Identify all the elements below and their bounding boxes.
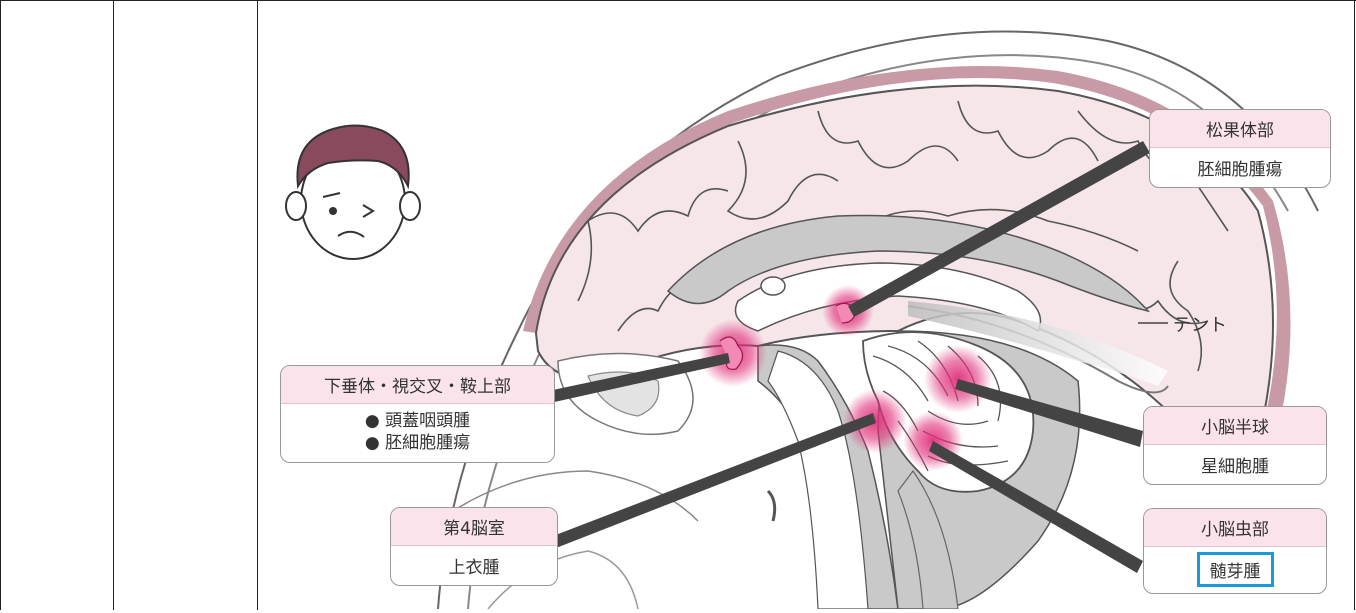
label-tentorium: テント — [1173, 315, 1227, 336]
label-cerebellar-hemisphere: 小脳半球 星細胞腫 — [1143, 406, 1327, 485]
label-pineal-body: 胚細胞腫瘍 — [1197, 160, 1283, 180]
table-col-border-left — [0, 0, 1, 610]
label-pineal-title: 松果体部 — [1150, 110, 1330, 148]
pituitary-item: ● 頭蓋咽頭腫 — [364, 411, 471, 431]
label-pituitary-body: ● 頭蓋咽頭腫 ● 胚細胞腫瘍 — [281, 404, 554, 462]
label-pineal: 松果体部 胚細胞腫瘍 — [1149, 109, 1331, 188]
brain-illustration — [285, 30, 1319, 610]
table-col-border-1 — [113, 0, 114, 610]
table-col-border-right — [1354, 0, 1355, 610]
brain-diagram: 松果体部 胚細胞腫瘍 下垂体・視交叉・鞍上部 ● 頭蓋咽頭腫 ● 胚細胞腫瘍 第… — [258, 1, 1355, 610]
table-col-border-2 — [257, 0, 258, 610]
label-pituitary: 下垂体・視交叉・鞍上部 ● 頭蓋咽頭腫 ● 胚細胞腫瘍 — [280, 365, 555, 463]
label-cerebellar-vermis-title: 小脳虫部 — [1144, 509, 1326, 547]
leader-lines — [548, 141, 1168, 573]
label-fourth-ventricle: 第4脳室 上衣腫 — [390, 507, 558, 586]
label-fourth-ventricle-title: 第4脳室 — [391, 508, 557, 546]
table-top-border — [0, 0, 1356, 1]
label-cerebellar-vermis-body: 髄芽腫 — [1196, 552, 1274, 587]
label-cerebellar-hemisphere-title: 小脳半球 — [1144, 407, 1326, 445]
label-cerebellar-hemisphere-body: 星細胞腫 — [1201, 457, 1269, 477]
label-cerebellar-vermis-body-wrap: 髄芽腫 — [1144, 547, 1326, 593]
label-cerebellar-vermis: 小脳虫部 髄芽腫 — [1143, 508, 1327, 594]
label-pituitary-title: 下垂体・視交叉・鞍上部 — [281, 366, 554, 404]
pituitary-item: ● 胚細胞腫瘍 — [364, 433, 471, 453]
label-fourth-ventricle-body: 上衣腫 — [448, 558, 500, 578]
worried-child-icon — [285, 124, 421, 260]
